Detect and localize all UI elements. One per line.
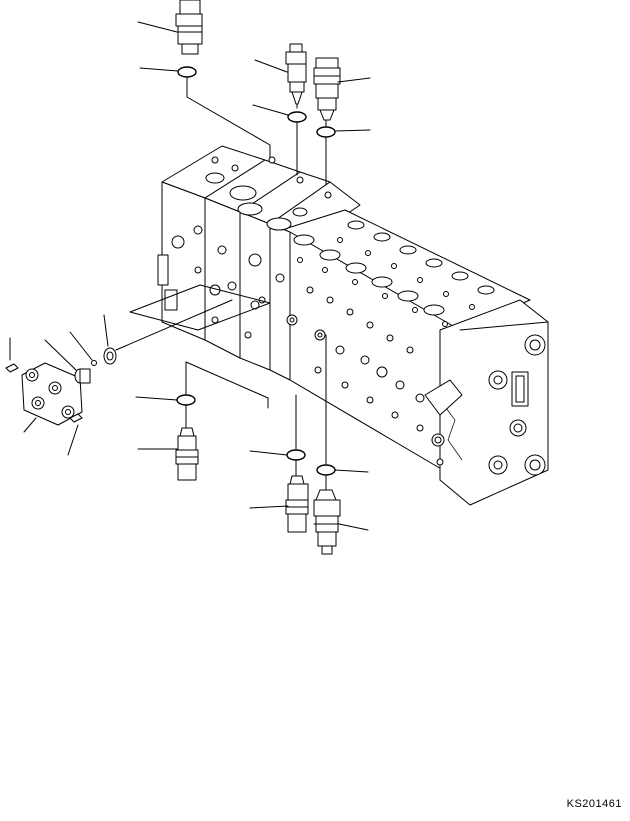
o-ring-bottom-center: [286, 449, 306, 461]
relief-valve-bottom-center: [285, 475, 309, 533]
end-cover-bolt-bottom: [69, 413, 83, 423]
end-cover-plug: [74, 368, 91, 384]
o-ring-bottom-right: [316, 464, 336, 476]
o-ring-top-left: [177, 66, 197, 78]
o-ring-top-center: [287, 111, 307, 123]
end-cover-ball: [91, 360, 97, 366]
o-ring-bottom-left: [176, 394, 196, 406]
end-cover: [21, 362, 83, 426]
assembly-guide-lines: [115, 77, 327, 491]
figure-id-label: KS201461: [566, 798, 622, 810]
relief-valve-top-left: [175, 0, 203, 55]
relief-valve-top-center: [285, 43, 307, 105]
leader-lines: [23, 21, 371, 531]
relief-valve-top-right: [313, 57, 341, 121]
main-block-front-ports: [286, 257, 448, 466]
relief-valve-bottom-right: [313, 489, 341, 555]
control-valve-body: [157, 145, 549, 506]
o-ring-top-right: [316, 126, 336, 138]
end-cover-bolt-top: [5, 337, 19, 373]
relief-valve-bottom-left: [175, 427, 199, 481]
main-block-top-ports: [293, 220, 495, 316]
end-cover-spring: [103, 347, 117, 365]
